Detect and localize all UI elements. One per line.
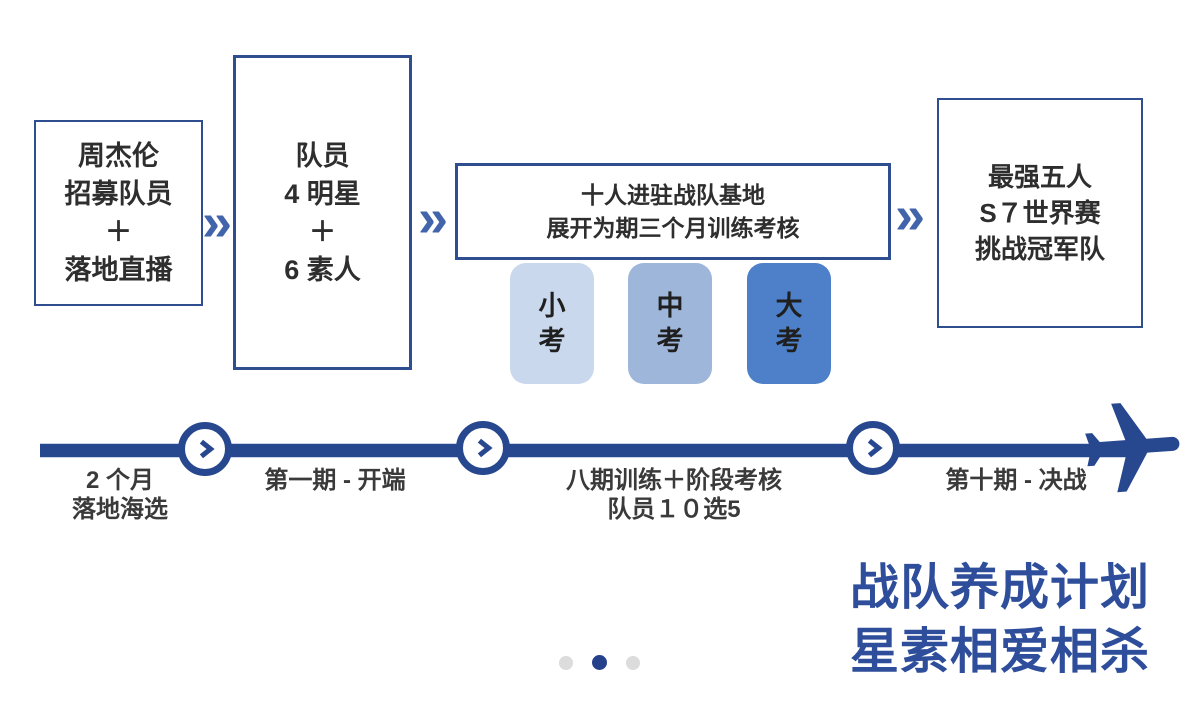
flow-step-line: 落地直播 xyxy=(64,255,173,285)
flow-step-line: 6 素人 xyxy=(284,254,361,285)
exam-chip-label: 中考 xyxy=(656,290,684,356)
carousel-dot[interactable] xyxy=(626,655,640,670)
timeline-label-audition: 2 个月 落地海选 xyxy=(30,466,210,524)
flow-step-line: 队员 xyxy=(295,140,350,171)
flow-step-final: 最强五人 S７世界赛 挑战冠军队 xyxy=(937,98,1143,328)
flow-step-line: ＋ xyxy=(309,216,336,247)
timeline-label-line: 队员１０选5 xyxy=(607,496,741,523)
carousel-dot[interactable] xyxy=(559,655,573,670)
flow-step-recruit: 周杰伦 招募队员 ＋ 落地直播 xyxy=(34,120,203,306)
timeline-label-training: 八期训练＋阶段考核 队员１０选5 xyxy=(524,466,824,524)
flow-step-line: 展开为期三个月训练考核 xyxy=(546,214,800,241)
timeline-label-line: 落地海选 xyxy=(72,496,168,523)
timeline-label-line: 八期训练＋阶段考核 xyxy=(566,467,782,494)
timeline-node xyxy=(178,422,232,476)
exam-chip-middle: 中考 xyxy=(628,263,712,384)
page-title-line: 战队养成计划 xyxy=(849,561,1150,615)
flow-step-members-text: 队员 4 明星 ＋ 6 素人 xyxy=(284,137,361,289)
exam-chip-label: 大考 xyxy=(775,290,803,356)
flow-step-training: 十人进驻战队基地 展开为期三个月训练考核 xyxy=(455,163,891,260)
carousel-dots xyxy=(559,655,640,670)
flow-connector-icon: » xyxy=(417,188,449,248)
timeline-label-line: 第十期 - 决战 xyxy=(945,467,1087,494)
flow-step-line: 招募队员 xyxy=(64,179,173,209)
airplane-icon xyxy=(1072,393,1194,505)
flow-step-final-text: 最强五人 S７世界赛 挑战冠军队 xyxy=(975,159,1105,267)
chevron-right-icon xyxy=(867,438,883,458)
exam-chip-big: 大考 xyxy=(747,263,831,384)
flow-step-line: 挑战冠军队 xyxy=(974,234,1105,264)
timeline-label-line: 第一期 - 开端 xyxy=(264,467,406,494)
page-title: 战队养成计划 星素相爱相杀 xyxy=(818,556,1182,684)
flow-step-recruit-text: 周杰伦 招募队员 ＋ 落地直播 xyxy=(65,137,173,289)
carousel-dot-active[interactable] xyxy=(592,655,607,670)
chevron-right-icon xyxy=(477,438,493,458)
flow-connector-icon: » xyxy=(201,192,233,252)
flow-step-line: 周杰伦 xyxy=(78,141,159,171)
timeline-label-final: 第十期 - 决战 xyxy=(916,466,1116,495)
timeline-label-line: 2 个月 xyxy=(85,467,154,494)
chevron-right-icon xyxy=(199,439,215,459)
flow-step-line: 最强五人 xyxy=(987,162,1092,192)
flow-step-training-text: 十人进驻战队基地 展开为期三个月训练考核 xyxy=(547,179,800,245)
exam-chip-label: 小考 xyxy=(538,290,566,356)
timeline-label-episode1: 第一期 - 开端 xyxy=(235,466,435,495)
flow-step-members: 队员 4 明星 ＋ 6 素人 xyxy=(233,55,412,370)
flow-connector-icon: » xyxy=(894,185,926,245)
page-title-line: 星素相爱相杀 xyxy=(849,625,1150,679)
timeline-node xyxy=(846,421,900,475)
flow-step-line: 十人进驻战队基地 xyxy=(581,181,765,208)
timeline-node xyxy=(456,421,510,475)
flow-step-line: ＋ xyxy=(105,217,132,247)
flow-step-line: S７世界赛 xyxy=(979,198,1101,228)
exam-chip-small: 小考 xyxy=(510,263,594,384)
flow-step-line: 4 明星 xyxy=(284,178,361,209)
